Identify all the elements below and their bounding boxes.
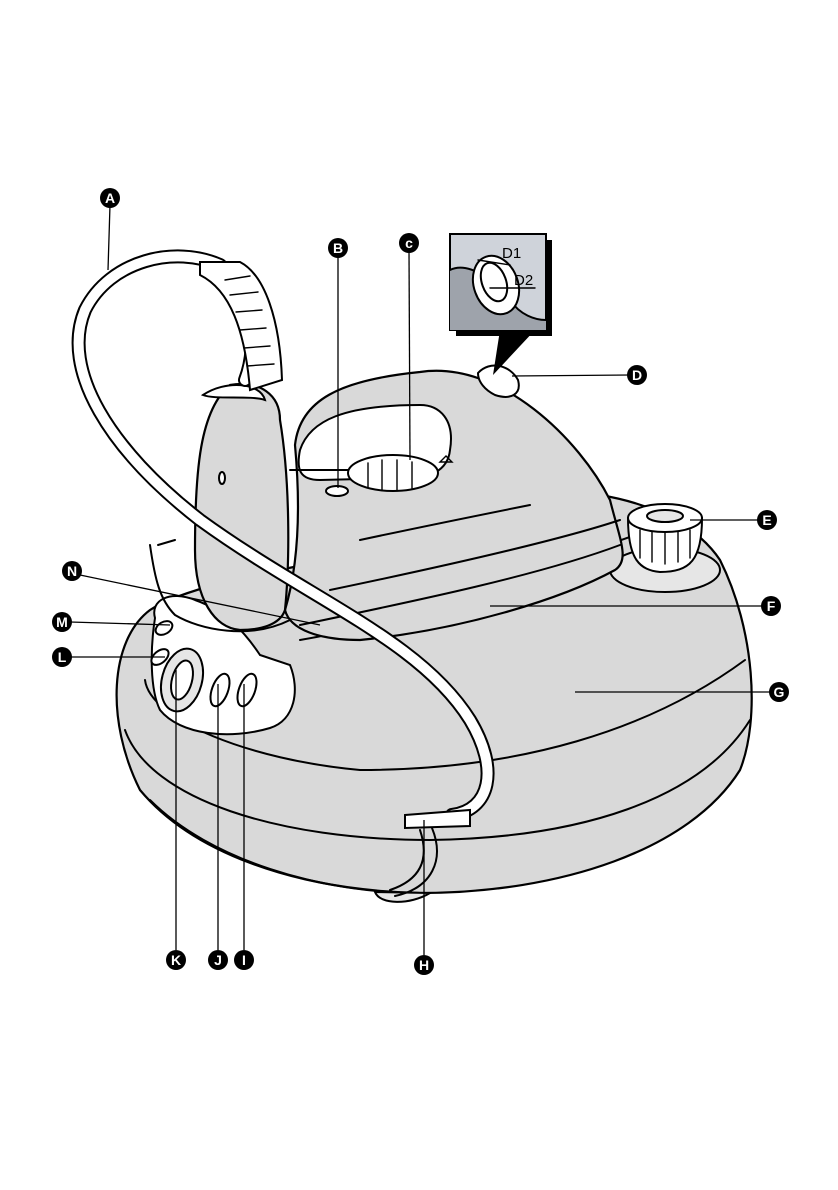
- callout-i: I: [234, 950, 254, 970]
- svg-text:K: K: [171, 952, 181, 968]
- callout-n: N: [62, 561, 82, 581]
- svg-text:H: H: [419, 957, 429, 973]
- thermostat-light-b: [326, 486, 348, 496]
- callout-a: A: [100, 188, 120, 208]
- svg-text:F: F: [767, 598, 776, 614]
- svg-text:B: B: [333, 240, 343, 256]
- svg-text:J: J: [214, 952, 222, 968]
- svg-text:M: M: [56, 614, 68, 630]
- callout-l: L: [52, 647, 72, 667]
- callout-j: J: [208, 950, 228, 970]
- svg-text:D: D: [632, 367, 642, 383]
- callout-b: B: [328, 238, 348, 258]
- callout-h: H: [414, 955, 434, 975]
- callout-f: F: [761, 596, 781, 616]
- svg-text:E: E: [762, 512, 771, 528]
- svg-text:c: c: [405, 235, 413, 251]
- callout-e: E: [757, 510, 777, 530]
- svg-text:A: A: [105, 190, 115, 206]
- svg-text:N: N: [67, 563, 77, 579]
- temperature-dial-c[interactable]: [348, 455, 438, 491]
- callout-c: c: [399, 233, 419, 253]
- callout-g: G: [769, 682, 789, 702]
- svg-text:I: I: [242, 952, 246, 968]
- callout-d: D: [627, 365, 647, 385]
- svg-text:G: G: [774, 684, 785, 700]
- svg-text:L: L: [58, 649, 67, 665]
- inset-detail-d: D1 D2: [450, 234, 552, 375]
- callout-m: M: [52, 612, 72, 632]
- inset-label-d2: D2: [514, 272, 533, 289]
- callout-k: K: [166, 950, 186, 970]
- inset-label-d1: D1: [502, 245, 521, 262]
